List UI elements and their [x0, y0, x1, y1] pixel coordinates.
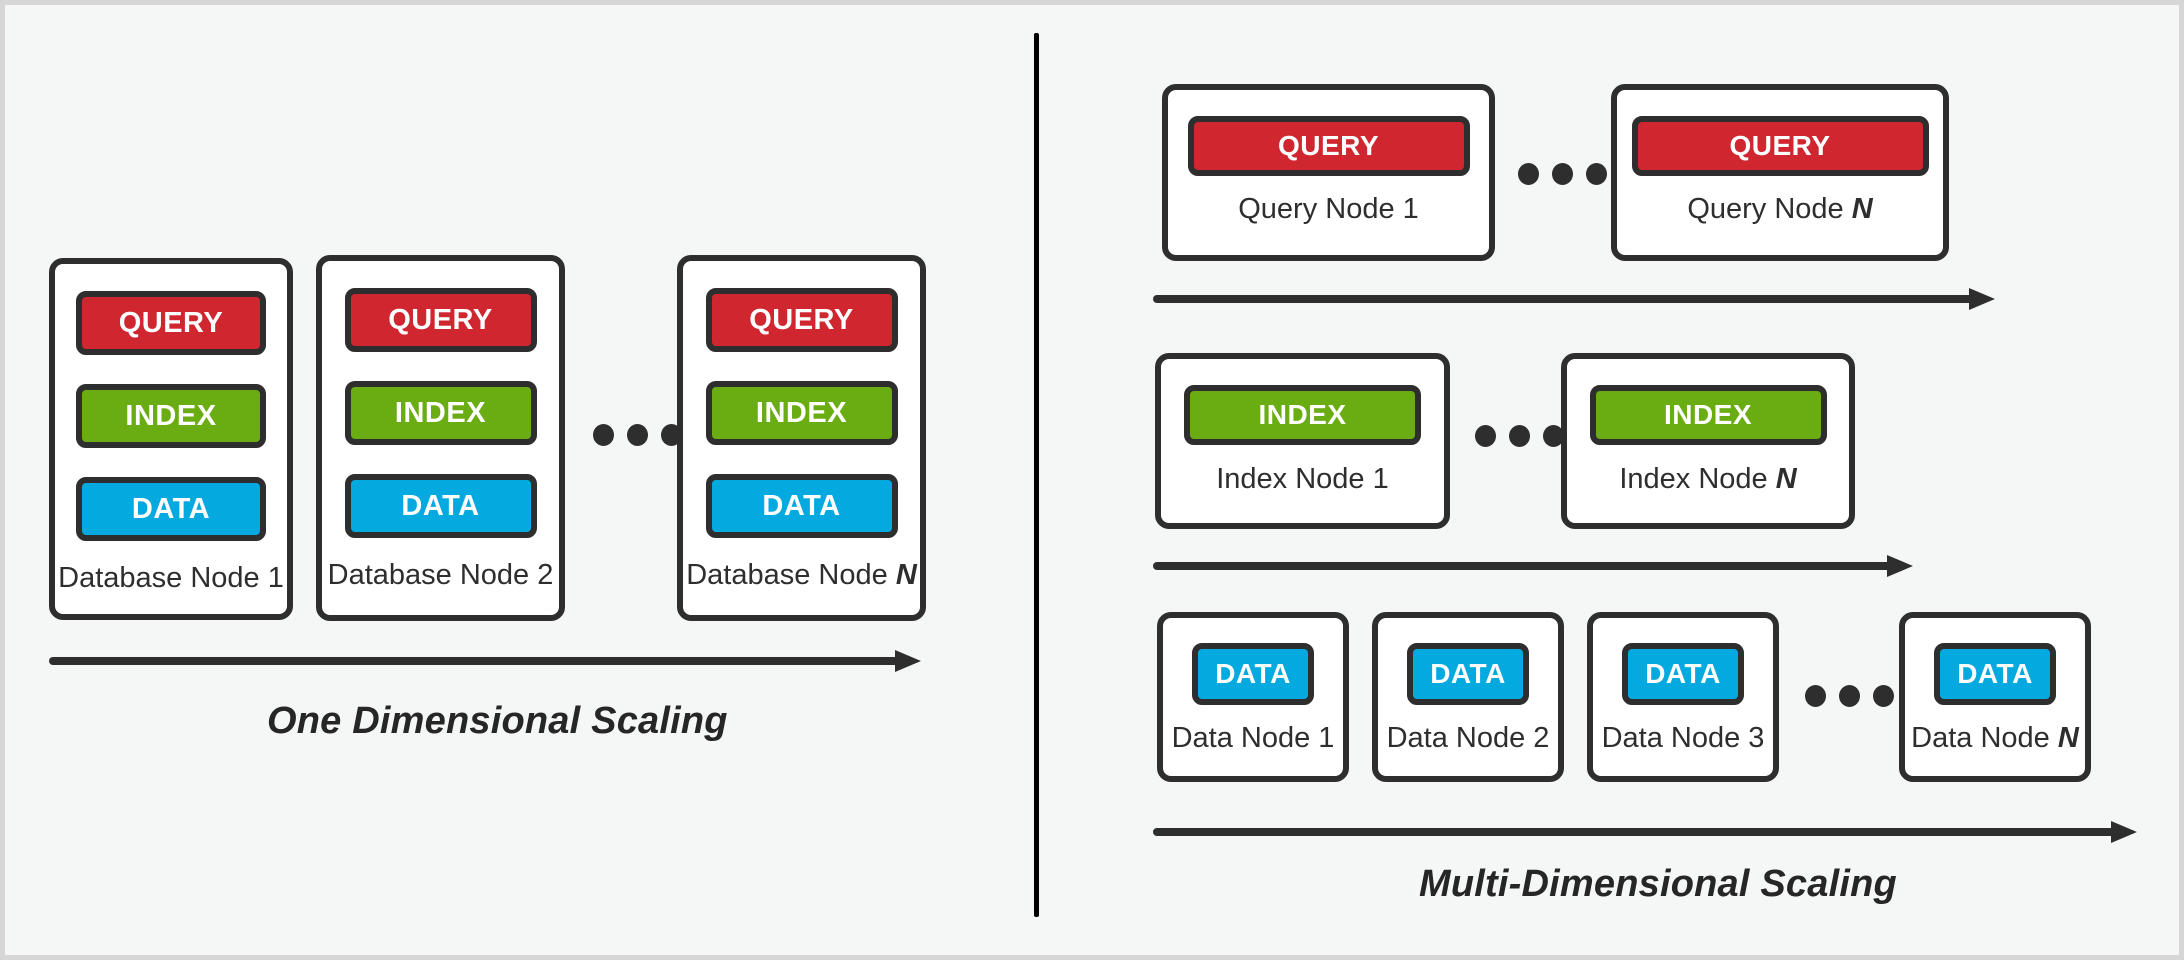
node-label: Query Node 1 [1238, 195, 1419, 224]
ellipsis-dots-icon [1475, 425, 1564, 447]
index-block: INDEX [76, 384, 266, 448]
database-node-card[interactable]: QUERY INDEX DATA Database Node N [677, 255, 926, 621]
data-scaling-arrow-icon [1153, 821, 2138, 843]
index-scaling-arrow-icon [1153, 555, 1913, 577]
node-label-prefix: Data Node [1171, 722, 1319, 754]
node-label: Data Node N [1911, 724, 2079, 753]
database-node-card[interactable]: QUERY INDEX DATA Database Node 1 [49, 258, 293, 620]
left-panel-caption: One Dimensional Scaling [267, 700, 728, 742]
query-block: QUERY [1187, 116, 1470, 176]
dot-2 [627, 424, 648, 446]
index-node-card[interactable]: INDEX Index Node 1 [1155, 353, 1450, 529]
arrow-shaft [1153, 562, 1891, 570]
data-node-card[interactable]: DATA Data Node 3 [1587, 612, 1779, 782]
arrow-head [895, 650, 921, 672]
node-label: Index Node 1 [1216, 465, 1389, 494]
node-label: Database Node 2 [328, 561, 554, 590]
dot-3 [1873, 685, 1894, 707]
arrow-shaft [49, 657, 899, 665]
node-label-suffix: 1 [1402, 193, 1419, 225]
data-block: DATA [1192, 643, 1314, 705]
node-label-prefix: Data Node [1386, 722, 1534, 754]
node-label-suffix: 1 [267, 562, 284, 594]
node-label-suffix: N [1775, 463, 1797, 495]
node-label: Data Node 2 [1387, 724, 1550, 753]
ellipsis-dots-icon [593, 424, 682, 446]
data-node-card[interactable]: DATA Data Node 1 [1157, 612, 1349, 782]
dot-3 [1586, 163, 1607, 185]
node-label-suffix: 3 [1748, 722, 1765, 754]
node-label: Data Node 1 [1172, 724, 1335, 753]
index-block: INDEX [344, 381, 537, 445]
query-node-card[interactable]: QUERY Query Node 1 [1162, 84, 1495, 261]
query-scaling-arrow-icon [1153, 288, 1996, 310]
node-label: Data Node 3 [1602, 724, 1765, 753]
node-label-suffix: N [895, 559, 917, 591]
dot-2 [1509, 425, 1530, 447]
node-label-prefix: Index Node [1216, 463, 1373, 495]
dot-1 [1475, 425, 1496, 447]
index-node-card[interactable]: INDEX Index Node N [1561, 353, 1855, 529]
dot-2 [1839, 685, 1860, 707]
node-label-suffix: N [1851, 193, 1873, 225]
node-label-prefix: Database Node [327, 559, 538, 591]
arrow-head [2111, 821, 2137, 843]
index-block: INDEX [1184, 385, 1421, 445]
data-node-card[interactable]: DATA Data Node N [1899, 612, 2091, 782]
ellipsis-dots-icon [1518, 163, 1607, 185]
dot-2 [1552, 163, 1573, 185]
data-block: DATA [344, 474, 537, 538]
query-block: QUERY [344, 288, 537, 352]
ellipsis-dots-icon [1805, 685, 1894, 707]
data-node-card[interactable]: DATA Data Node 2 [1372, 612, 1564, 782]
node-label-prefix: Query Node [1687, 193, 1852, 225]
query-node-card[interactable]: QUERY Query Node N [1611, 84, 1949, 261]
node-label-prefix: Database Node [686, 559, 896, 591]
arrow-shaft [1153, 295, 1973, 303]
arrow-shaft [1153, 828, 2115, 836]
scaling-arrow-icon [49, 650, 921, 672]
data-block: DATA [76, 477, 266, 541]
node-label-prefix: Index Node [1619, 463, 1776, 495]
dot-3 [661, 424, 682, 446]
node-label-suffix: 2 [537, 559, 554, 591]
node-label-prefix: Data Node [1911, 722, 2058, 754]
database-node-card[interactable]: QUERY INDEX DATA Database Node 2 [316, 255, 565, 621]
data-block: DATA [705, 474, 898, 538]
dot-1 [1805, 685, 1826, 707]
data-block: DATA [1934, 643, 2056, 705]
node-label: Index Node N [1619, 465, 1796, 494]
data-block: DATA [1407, 643, 1529, 705]
node-label-prefix: Data Node [1601, 722, 1749, 754]
node-label-prefix: Query Node [1238, 193, 1403, 225]
dot-1 [1518, 163, 1539, 185]
query-block: QUERY [1631, 116, 1929, 176]
node-label: Database Node 1 [58, 564, 284, 593]
dot-3 [1543, 425, 1564, 447]
node-label-suffix: 1 [1318, 722, 1335, 754]
query-block: QUERY [705, 288, 898, 352]
dot-1 [593, 424, 614, 446]
index-block: INDEX [705, 381, 898, 445]
arrow-head [1887, 555, 1913, 577]
index-block: INDEX [1589, 385, 1827, 445]
data-block: DATA [1622, 643, 1744, 705]
arrow-head [1969, 288, 1995, 310]
node-label-suffix: 2 [1533, 722, 1550, 754]
panel-divider [1034, 33, 1039, 917]
node-label: Database Node N [686, 561, 917, 590]
node-label: Query Node N [1687, 195, 1872, 224]
node-label-suffix: 1 [1372, 463, 1389, 495]
node-label-suffix: N [2057, 722, 2079, 754]
query-block: QUERY [76, 291, 266, 355]
node-label-prefix: Database Node [58, 562, 268, 594]
right-panel-caption: Multi-Dimensional Scaling [1419, 863, 1897, 905]
